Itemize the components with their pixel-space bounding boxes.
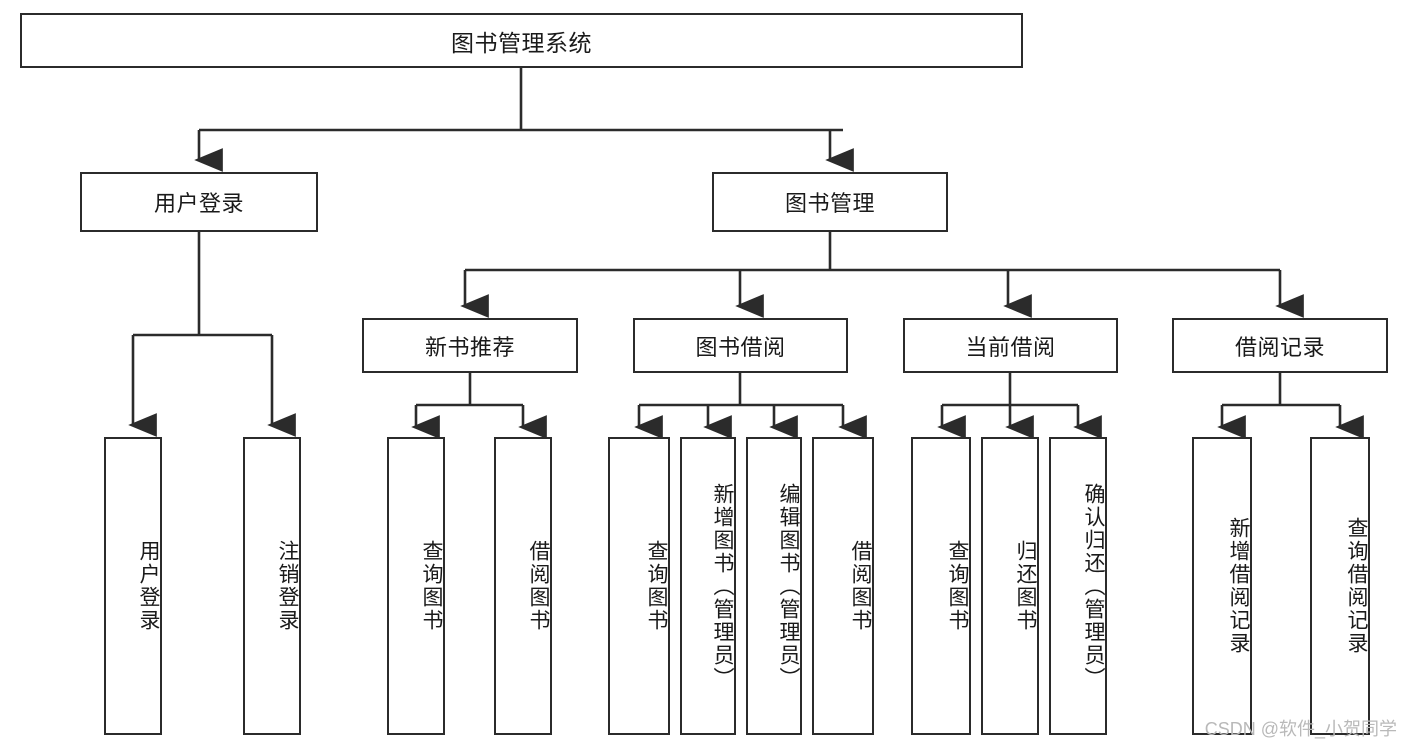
node-leaf-query-book-1-label: 查询图书 — [420, 540, 443, 632]
node-book-borrow[interactable]: 图书借阅 — [633, 318, 848, 373]
node-leaf-add-record-label: 新增借阅记录 — [1227, 517, 1250, 655]
node-leaf-query-book-3-label: 查询图书 — [946, 540, 969, 632]
node-leaf-query-record[interactable]: 查询借阅记录 — [1310, 437, 1370, 735]
node-leaf-borrow-book-1[interactable]: 借阅图书 — [494, 437, 552, 735]
node-leaf-add-book-label: 新增图书（管理员） — [711, 482, 734, 690]
node-borrow-record[interactable]: 借阅记录 — [1172, 318, 1388, 373]
node-leaf-borrow-book-1-label: 借阅图书 — [527, 540, 550, 632]
node-leaf-edit-book[interactable]: 编辑图书（管理员） — [746, 437, 802, 735]
node-leaf-edit-book-label: 编辑图书（管理员） — [777, 482, 800, 690]
node-leaf-query-book-1[interactable]: 查询图书 — [387, 437, 445, 735]
node-leaf-borrow-book-2-label: 借阅图书 — [849, 540, 872, 632]
node-leaf-borrow-book-2[interactable]: 借阅图书 — [812, 437, 874, 735]
node-root[interactable]: 图书管理系统 — [20, 13, 1023, 68]
node-new-book-recommend[interactable]: 新书推荐 — [362, 318, 578, 373]
node-leaf-add-book[interactable]: 新增图书（管理员） — [680, 437, 736, 735]
node-leaf-return-book[interactable]: 归还图书 — [981, 437, 1039, 735]
node-leaf-query-book-2[interactable]: 查询图书 — [608, 437, 670, 735]
node-leaf-confirm-return[interactable]: 确认归还（管理员） — [1049, 437, 1107, 735]
node-current-borrow[interactable]: 当前借阅 — [903, 318, 1118, 373]
node-leaf-user-login[interactable]: 用户登录 — [104, 437, 162, 735]
node-book-manage[interactable]: 图书管理 — [712, 172, 948, 232]
node-user-login[interactable]: 用户登录 — [80, 172, 318, 232]
node-leaf-query-book-3[interactable]: 查询图书 — [911, 437, 971, 735]
node-leaf-add-record[interactable]: 新增借阅记录 — [1192, 437, 1252, 735]
node-leaf-confirm-return-label: 确认归还（管理员） — [1082, 482, 1105, 690]
node-leaf-query-book-2-label: 查询图书 — [645, 540, 668, 632]
watermark: CSDN @软件_小贺同学 — [1204, 719, 1397, 739]
node-leaf-logout[interactable]: 注销登录 — [243, 437, 301, 735]
node-leaf-user-login-label: 用户登录 — [137, 540, 160, 632]
node-leaf-query-record-label: 查询借阅记录 — [1345, 517, 1368, 655]
node-leaf-logout-label: 注销登录 — [276, 540, 299, 632]
node-leaf-return-book-label: 归还图书 — [1014, 540, 1037, 632]
